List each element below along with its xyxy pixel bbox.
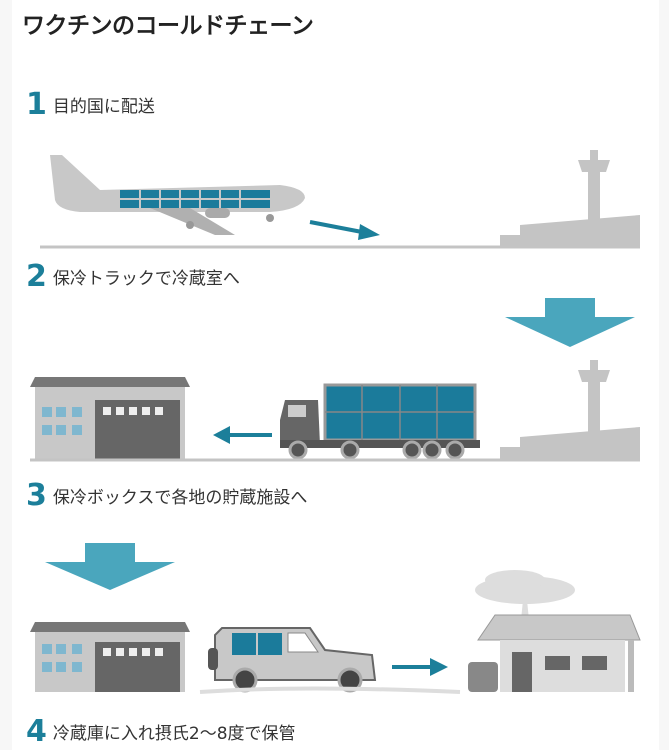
step-number: 3 [26,478,47,513]
step-number: 4 [26,714,47,749]
page-edge-right [659,0,669,750]
step-number: 1 [26,87,47,122]
jeep-icon [208,627,377,693]
airplane-scene [40,150,640,249]
step-4: 4 冷蔵庫に入れ摂氏2〜8度で保管 [26,717,296,747]
arrow-down-icon [45,543,175,590]
step-1: 1 目的国に配送 [26,90,155,120]
control-tower-icon [500,360,640,460]
arrow-down-icon [505,298,635,347]
airplane-icon [50,155,305,235]
arrow-right-icon [309,220,380,240]
step-label: 目的国に配送 [52,96,155,117]
truck-icon [280,383,480,460]
step-number: 2 [26,259,47,294]
warehouse-icon [30,377,190,460]
truck-scene [30,298,640,462]
page-title: ワクチンのコールドチェーン [22,13,314,39]
page-edge-left [0,0,12,750]
warehouse-icon [30,622,190,692]
control-tower-icon [500,150,640,247]
step-3: 3 保冷ボックスで各地の貯蔵施設へ [26,481,307,511]
step-2: 2 保冷トラックで冷蔵室へ [26,262,240,292]
step-label: 保冷ボックスで各地の貯蔵施設へ [52,487,308,508]
jeep-scene [30,543,641,694]
storage-facility-icon [468,614,641,692]
arrow-right-icon [392,658,448,676]
arrow-left-icon [213,426,272,444]
step-label: 保冷トラックで冷蔵室へ [52,268,240,289]
step-label: 冷蔵庫に入れ摂氏2〜8度で保管 [52,723,296,744]
